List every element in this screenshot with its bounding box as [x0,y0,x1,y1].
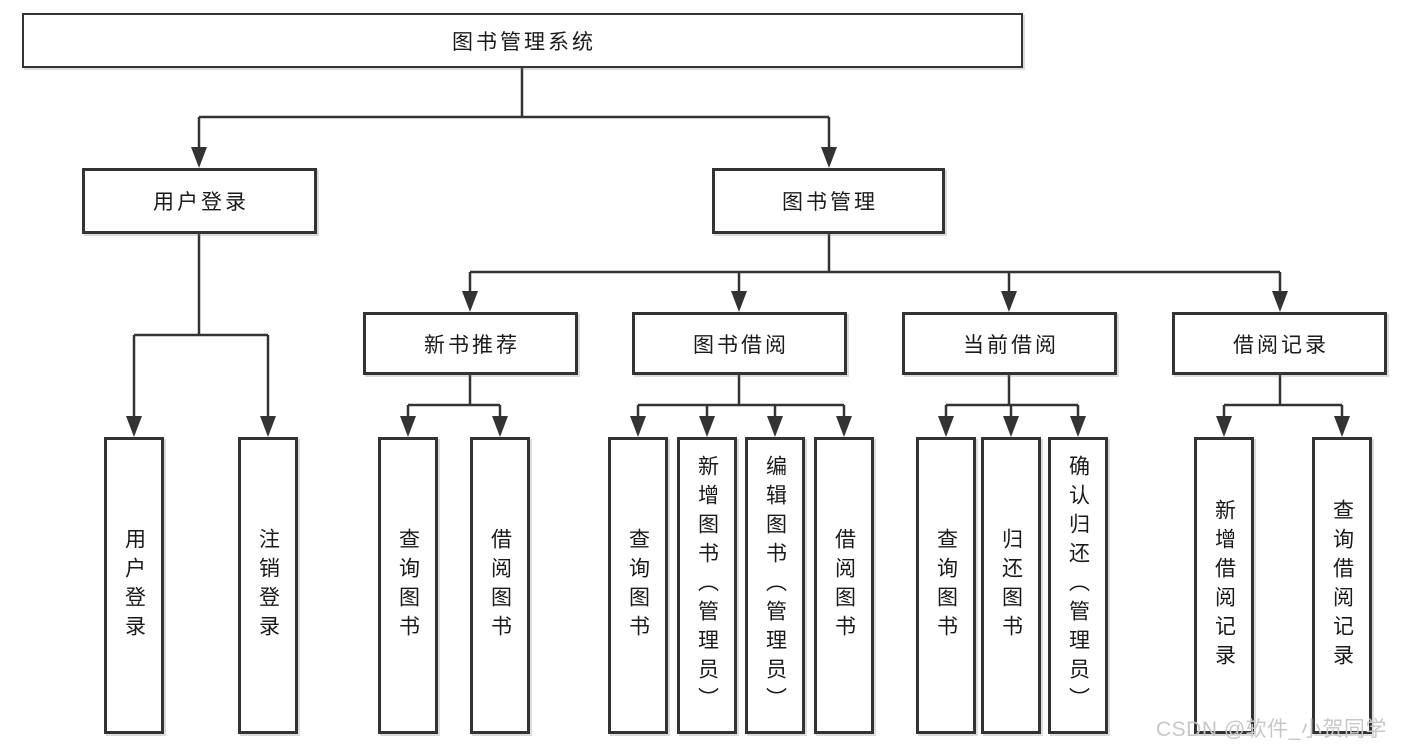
arrow-down-icon [260,416,276,437]
node-user-login: 用户登录 [82,168,317,234]
leaf-current-return-books-label: 归还图书 [999,527,1023,644]
leaf-current-confirm-return-admin: 确认归还（管理员） [1048,437,1108,734]
leaf-current-query-books: 查询图书 [916,437,976,734]
connector-line [636,375,846,418]
node-book-borrowing: 图书借阅 [632,312,847,375]
arrow-down-icon [191,147,207,168]
leaf-borrowing-query-books-label: 查询图书 [626,527,650,644]
leaf-user-login-label: 用户登录 [122,527,146,644]
connector-line [406,375,502,418]
leaf-user-login: 用户登录 [104,437,164,734]
leaf-borrowing-edit-books-admin-label: 编辑图书（管理员） [763,455,787,716]
arrow-down-icon [1003,416,1019,437]
node-current-borrowing-label: 当前借阅 [963,333,1059,357]
node-user-login-label: 用户登录 [153,191,249,214]
node-book-management-label: 图书管理 [782,191,878,214]
leaf-current-confirm-return-admin-label: 确认归还（管理员） [1066,455,1090,716]
leaf-logout-login: 注销登录 [238,437,298,734]
arrow-down-icon [462,291,478,312]
node-book-management: 图书管理 [712,168,945,234]
arrow-down-icon [630,416,646,437]
arrow-down-icon [767,416,783,437]
connector-line [944,375,1080,418]
node-root-label: 图书管理系统 [452,30,596,54]
leaf-logout-login-label: 注销登录 [256,527,280,644]
leaf-records-query-record: 查询借阅记录 [1312,437,1372,734]
arrow-down-icon [938,416,954,437]
leaf-recommend-borrow-books-label: 借阅图书 [488,527,512,644]
node-borrowing-records: 借阅记录 [1172,312,1387,375]
leaf-borrowing-add-books-admin: 新增图书（管理员） [677,437,737,734]
arrow-down-icon [1334,416,1350,437]
leaf-recommend-query-books: 查询图书 [378,437,438,734]
leaf-records-add-record-label: 新增借阅记录 [1212,498,1236,673]
arrow-down-icon [1070,416,1086,437]
node-new-book-recommendation-label: 新书推荐 [424,333,520,357]
leaf-current-query-books-label: 查询图书 [934,527,958,644]
arrow-down-icon [126,416,142,437]
arrow-down-icon [1001,291,1017,312]
watermark: CSDN @软件_小贺同学 [1156,718,1387,741]
connector-line [468,234,1282,292]
node-root: 图书管理系统 [22,13,1023,68]
arrow-down-icon [731,291,747,312]
leaf-recommend-borrow-books: 借阅图书 [470,437,530,734]
arrow-down-icon [836,416,852,437]
leaf-records-query-record-label: 查询借阅记录 [1330,498,1354,673]
arrow-down-icon [821,147,837,168]
arrow-down-icon [1216,416,1232,437]
connector-line [132,234,270,418]
node-current-borrowing: 当前借阅 [902,312,1117,375]
node-borrowing-records-label: 借阅记录 [1233,333,1329,357]
connector-line [1222,375,1344,418]
node-new-book-recommendation: 新书推荐 [363,312,578,375]
leaf-borrowing-borrow-books-label: 借阅图书 [832,527,856,644]
leaf-recommend-query-books-label: 查询图书 [396,527,420,644]
leaf-borrowing-add-books-admin-label: 新增图书（管理员） [695,455,719,716]
arrow-down-icon [400,416,416,437]
leaf-borrowing-borrow-books: 借阅图书 [814,437,874,734]
node-book-borrowing-label: 图书借阅 [693,333,789,357]
leaf-borrowing-edit-books-admin: 编辑图书（管理员） [745,437,805,734]
leaf-borrowing-query-books: 查询图书 [608,437,668,734]
leaf-current-return-books: 归还图书 [981,437,1041,734]
arrow-down-icon [492,416,508,437]
arrow-down-icon [1272,291,1288,312]
connector-line [197,68,831,148]
leaf-records-add-record: 新增借阅记录 [1194,437,1254,734]
arrow-down-icon [699,416,715,437]
